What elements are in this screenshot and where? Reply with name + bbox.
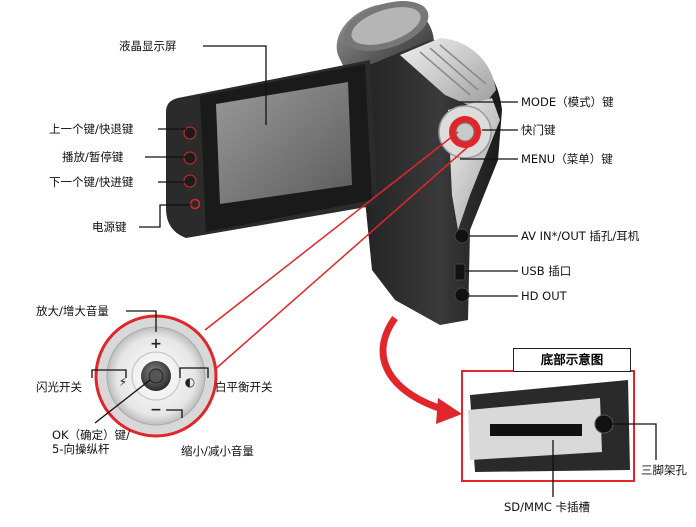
dial-detail: + − ⚡ ◐ [94, 314, 218, 438]
svg-text:+: + [150, 336, 162, 352]
svg-text:⚡: ⚡ [119, 375, 127, 389]
hdout-port-label: HD OUT [521, 289, 567, 303]
flash-switch-label: 闪光开关 [36, 380, 82, 394]
bottom-view-title: 底部示意图 [513, 348, 631, 372]
play-key-label: 播放/暂停键 [62, 150, 124, 164]
ok-key-label-line1: OK（确定）键/ [52, 428, 130, 442]
callout-rays [204, 131, 471, 373]
tripod-hole-label: 三脚架孔 [641, 463, 687, 477]
menu-key-label: MENU（菜单）键 [521, 152, 613, 166]
leader-lines [91, 45, 657, 497]
ok-key-label-line2: 5-向操纵杆 [52, 442, 110, 456]
zoom-out-label: 缩小/减小音量 [181, 444, 254, 458]
camera-body [336, 1, 502, 325]
svg-text:◐: ◐ [185, 375, 195, 389]
prev-key-label: 上一个键/快退键 [49, 122, 134, 136]
shutter-key-label: 快门键 [521, 123, 556, 137]
bottom-view [461, 370, 635, 482]
zoom-in-label: 放大/增大音量 [36, 304, 109, 318]
next-key-label: 下一个键/快进键 [49, 175, 134, 189]
usb-port-label: USB 插口 [521, 264, 572, 278]
lcd-panel [166, 60, 378, 238]
power-key-label: 电源键 [92, 220, 127, 234]
sd-slot-label: SD/MMC 卡插槽 [504, 500, 591, 514]
av-port-label: AV IN*/OUT 插孔/耳机 [521, 229, 640, 243]
lcd-label: 液晶显示屏 [119, 39, 177, 53]
mode-key-label: MODE（模式）键 [521, 95, 614, 109]
svg-text:−: − [150, 402, 162, 418]
white-balance-label: 白平衡开关 [215, 380, 273, 394]
